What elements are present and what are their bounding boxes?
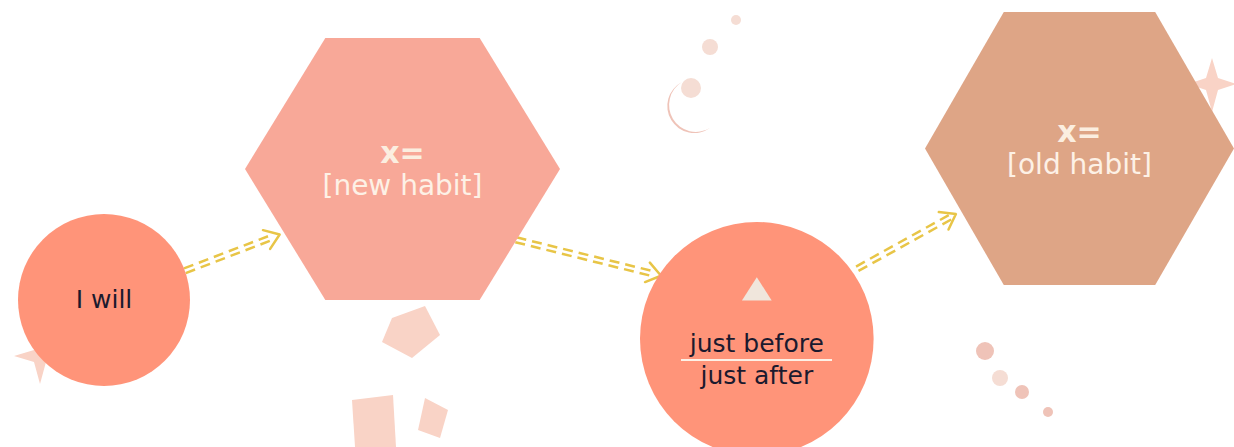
fragment	[382, 306, 440, 358]
timing-circle: just beforejust after	[640, 222, 874, 447]
node-label: I will	[76, 285, 133, 315]
triangle-symbol	[742, 277, 772, 300]
divider-line	[681, 359, 832, 361]
variable-symbol: x=	[1057, 115, 1102, 148]
habit-hexagon: x=[new habit]	[245, 38, 560, 300]
variable-symbol: x=	[380, 136, 425, 169]
dashed-arrow	[515, 237, 661, 282]
dashed-line	[856, 215, 949, 267]
dashed-arrow	[856, 212, 956, 271]
node-label: [old habit]	[1007, 148, 1152, 182]
habit-hexagon: x=[old habit]	[925, 12, 1234, 285]
dashed-line	[186, 239, 275, 273]
dashed-line	[858, 219, 951, 271]
dot	[681, 78, 701, 98]
hexagon-outline	[925, 12, 1234, 285]
start-circle: I will	[18, 214, 190, 386]
node-label: just after	[700, 361, 813, 391]
fragment	[352, 395, 396, 447]
hexagon-outline	[245, 38, 560, 300]
dot	[1043, 407, 1053, 417]
dot	[731, 15, 741, 25]
circle-outline	[640, 222, 874, 447]
dot	[702, 39, 718, 55]
dashed-line	[515, 242, 654, 277]
dashed-line	[184, 234, 273, 268]
arrowhead	[939, 212, 956, 229]
circle-outline	[18, 214, 190, 386]
arrowhead	[263, 230, 280, 249]
dot	[1015, 385, 1029, 399]
node-label: just before	[690, 329, 824, 359]
crescent	[929, 297, 968, 356]
dashed-line	[517, 237, 656, 272]
fragment	[418, 398, 448, 438]
dot	[992, 370, 1008, 386]
dashed-arrow	[184, 230, 280, 273]
dot	[976, 342, 994, 360]
node-label: [new habit]	[322, 169, 482, 203]
